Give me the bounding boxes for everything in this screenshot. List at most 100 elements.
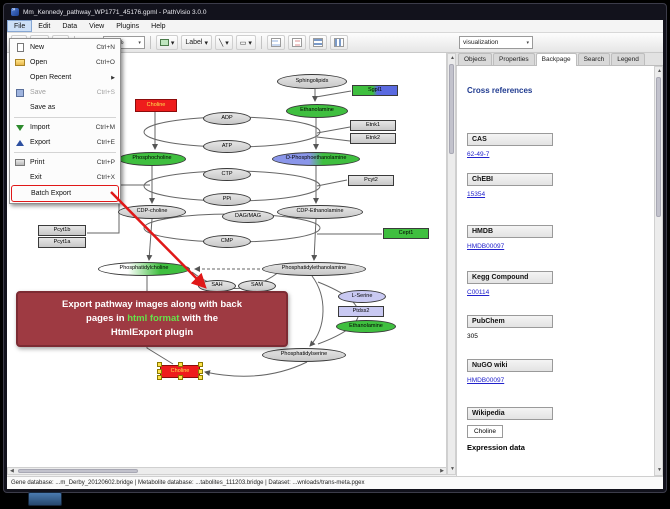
node-etnk2[interactable]: Etnk2 xyxy=(350,133,396,144)
section-header: CAS xyxy=(467,133,553,146)
shape-tool-icon: ▭ xyxy=(239,39,247,47)
cross-reference-link[interactable]: 15354 xyxy=(467,191,486,198)
line-tool-button[interactable]: ╲ ▾ xyxy=(215,35,233,50)
cross-reference-chip[interactable]: Choline xyxy=(467,425,504,438)
dropdown-arrow-icon: ▾ xyxy=(225,39,229,47)
menu-edit[interactable]: Edit xyxy=(38,22,51,30)
menu-item-new[interactable]: New Ctrl+N xyxy=(11,40,119,55)
node-phosphatidylcholine[interactable]: Phosphatidylcholine xyxy=(98,262,190,276)
node-o-phosphoethanolamine[interactable]: O-Phosphoethanolamine xyxy=(272,152,360,166)
tab-objects[interactable]: Objects xyxy=(458,53,493,65)
menu-item-save-as[interactable]: Save as xyxy=(30,104,56,111)
import-icon xyxy=(16,124,24,131)
node-etnk1[interactable]: Etnk1 xyxy=(350,120,396,131)
node-atp[interactable]: ATP xyxy=(203,140,251,153)
selection-handle[interactable] xyxy=(157,362,162,367)
menu-separator xyxy=(14,117,116,118)
scroll-left-icon[interactable]: ◀ xyxy=(10,468,14,474)
pathvisio-window: Mm_Kennedy_pathway_WP1771_45176.gpml - P… xyxy=(3,3,667,493)
node-pcyt2[interactable]: Pcyt2 xyxy=(348,175,394,186)
menu-plugins[interactable]: Plugins xyxy=(116,22,140,30)
node-ptdss2[interactable]: Ptdss2 xyxy=(338,306,384,317)
menu-item-save[interactable]: Save Ctrl+S xyxy=(11,85,119,100)
cross-reference-link[interactable]: HMDB00097 xyxy=(467,377,505,384)
selection-handle[interactable] xyxy=(178,375,183,380)
menu-help[interactable]: Help xyxy=(151,22,166,30)
node-cmp[interactable]: CMP xyxy=(203,235,251,248)
tab-properties[interactable]: Properties xyxy=(493,53,535,65)
node-ctp[interactable]: CTP xyxy=(203,168,251,181)
selection-handle[interactable] xyxy=(178,362,183,367)
annotation-line-1: Export pathway images along with back xyxy=(61,299,242,311)
scrollbar-thumb[interactable] xyxy=(449,64,454,154)
print-icon xyxy=(15,159,25,166)
node-phosphocholine[interactable]: Phosphocholine xyxy=(118,152,186,166)
node-sgpl1[interactable]: Sgpl1 xyxy=(352,85,398,96)
canvas-horizontal-scrollbar[interactable]: ◀ ▶ xyxy=(7,467,447,475)
stack-horizontal-button[interactable] xyxy=(308,35,327,50)
menu-data[interactable]: Data xyxy=(62,22,78,30)
backpage-section-wikipedia: Wikipedia Choline xyxy=(467,402,553,438)
scrollbar-thumb[interactable] xyxy=(18,469,138,473)
canvas-vertical-scrollbar[interactable]: ▲ ▼ xyxy=(447,53,456,475)
scroll-up-icon[interactable]: ▲ xyxy=(450,55,455,61)
node-pcyt1b[interactable]: Pcyt1b xyxy=(38,225,86,236)
align-horizontal-button[interactable] xyxy=(266,35,285,50)
node-pcyt1a[interactable]: Pcyt1a xyxy=(38,237,86,248)
menu-bar: File Edit Data View Plugins Help xyxy=(7,20,663,33)
scroll-up-icon[interactable]: ▲ xyxy=(657,68,662,74)
node-ppi[interactable]: PPi xyxy=(203,193,251,206)
node-phosphatidylethanolamine[interactable]: Phosphatidylethanolamine xyxy=(262,262,366,276)
menu-item-import[interactable]: Import Ctrl+M xyxy=(11,120,119,135)
node-adp[interactable]: ADP xyxy=(203,112,251,125)
expression-data-header: Expression data xyxy=(467,443,525,452)
menu-file[interactable]: File xyxy=(7,20,33,32)
node-ethanolamine-top[interactable]: Ethanolamine xyxy=(286,104,348,118)
stack-horizontal-icon xyxy=(312,38,323,47)
scroll-down-icon[interactable]: ▼ xyxy=(450,466,455,472)
selection-handle[interactable] xyxy=(157,369,162,374)
datanode-tool-button[interactable]: ▾ xyxy=(155,35,179,50)
align-horizontal-icon xyxy=(270,38,281,47)
menu-item-open-recent[interactable]: Open Recent ▶ xyxy=(30,74,115,81)
menu-item-print[interactable]: Print Ctrl+P xyxy=(11,155,119,170)
section-header: NuGO wiki xyxy=(467,359,553,372)
node-cdp-choline[interactable]: CDP-choline xyxy=(118,205,186,219)
cross-reference-link[interactable]: HMDB00097 xyxy=(467,243,505,250)
node-sphingolipids[interactable]: Sphingolipids xyxy=(277,74,347,89)
selection-handle[interactable] xyxy=(198,369,203,374)
tab-legend[interactable]: Legend xyxy=(611,53,645,65)
node-phosphatidylserine[interactable]: Phosphatidylserine xyxy=(262,348,346,362)
menu-view[interactable]: View xyxy=(89,22,105,30)
node-dag-mag[interactable]: DAG/MAG xyxy=(222,210,274,223)
label-tool-text: Label xyxy=(185,39,203,46)
align-vertical-button[interactable] xyxy=(287,35,306,50)
shape-tool-button[interactable]: ▭ ▾ xyxy=(235,35,256,50)
node-choline-top[interactable]: Choline xyxy=(135,99,177,112)
scrollbar-thumb[interactable] xyxy=(656,77,661,217)
menu-item-batch-export[interactable]: Batch Export xyxy=(11,185,119,202)
menu-item-open[interactable]: Open Ctrl+O xyxy=(11,55,119,70)
stack-vertical-button[interactable] xyxy=(329,35,348,50)
node-ethanolamine-right[interactable]: Ethanolamine xyxy=(336,320,396,333)
tab-backpage[interactable]: Backpage xyxy=(535,53,577,66)
menu-item-exit[interactable]: Exit Ctrl+X xyxy=(30,174,115,181)
cross-reference-link[interactable]: 62-49-7 xyxy=(467,151,490,158)
selection-handle[interactable] xyxy=(198,375,203,380)
label-tool-button[interactable]: Label ▾ xyxy=(181,35,213,50)
scroll-right-icon[interactable]: ▶ xyxy=(440,468,444,474)
node-l-serine[interactable]: L-Serine xyxy=(338,290,386,303)
selection-handle[interactable] xyxy=(157,375,162,380)
node-cdp-ethanolamine[interactable]: CDP-Ethanolamine xyxy=(277,205,363,219)
backpage-panel: Cross references CAS 62-49-7 ChEBI 15354… xyxy=(456,66,654,476)
cross-reference-link[interactable]: C00114 xyxy=(467,289,490,296)
align-vertical-icon xyxy=(291,38,302,47)
selection-handle[interactable] xyxy=(198,362,203,367)
visualization-combo[interactable]: visualization ▾ xyxy=(459,36,533,49)
node-cept1[interactable]: Cept1 xyxy=(383,228,429,239)
panel-vertical-scrollbar[interactable]: ▲ ▼ xyxy=(654,66,663,476)
tab-search[interactable]: Search xyxy=(577,53,611,65)
backpage-title: Cross references xyxy=(467,86,533,95)
menu-item-export[interactable]: Export Ctrl+E xyxy=(11,135,119,150)
scroll-down-icon[interactable]: ▼ xyxy=(657,467,662,473)
